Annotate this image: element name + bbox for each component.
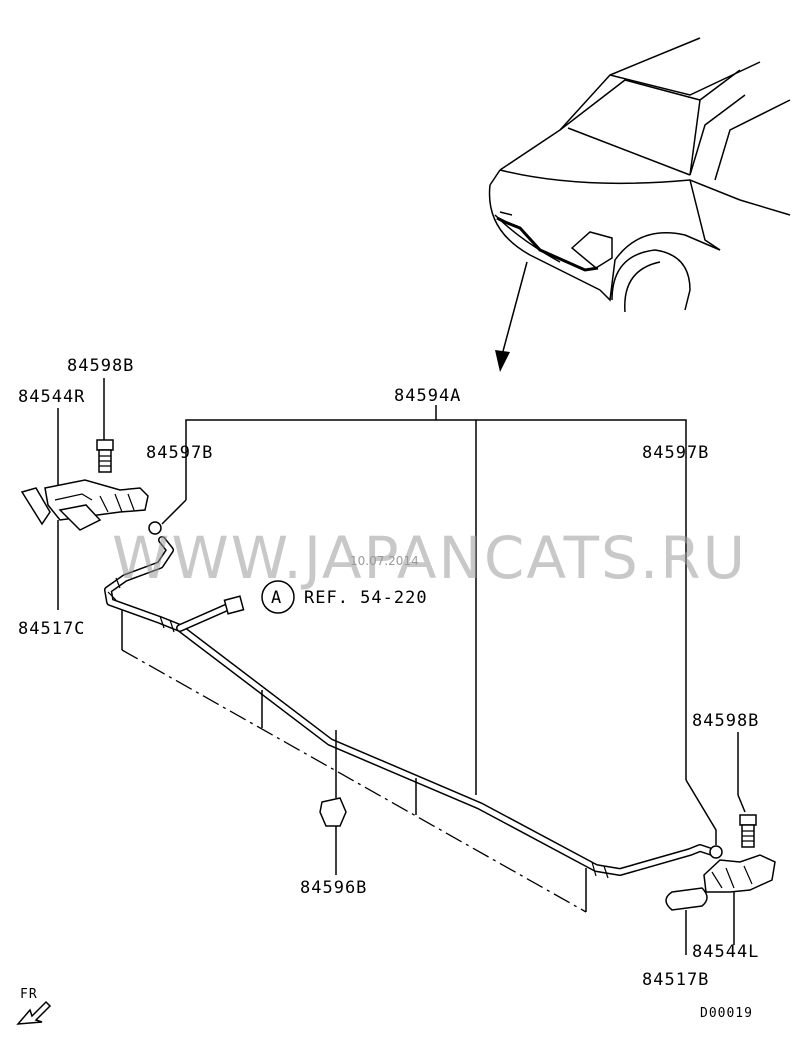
label-clamp: 84596B	[300, 878, 367, 898]
label-bolt-right: 84598B	[692, 711, 759, 731]
label-cover-right: 84517B	[642, 970, 709, 990]
front-indicator: FR	[16, 987, 52, 1025]
right-nozzle-assembly	[665, 732, 776, 955]
label-clip-right: 84597B	[642, 443, 709, 463]
diagram-code: D00019	[700, 1006, 753, 1021]
front-indicator-label: FR	[20, 987, 38, 1002]
label-cover-left: 84517C	[18, 619, 85, 639]
label-hose-assembly: 84594A	[394, 386, 461, 406]
label-clip-left: 84597B	[146, 443, 213, 463]
front-arrow-icon	[16, 1000, 52, 1025]
label-nozzle-right: 84544R	[18, 387, 85, 407]
date-stamp: 10.07.2014	[350, 554, 419, 568]
reference-lines	[121, 610, 587, 913]
washer-hoses	[104, 536, 716, 879]
left-nozzle-assembly	[20, 378, 187, 610]
hose-assembly-bracket	[185, 405, 687, 795]
watermark: WWW.JAPANCATS.RU	[112, 524, 747, 592]
vehicle-illustration	[488, 37, 791, 372]
label-nozzle-left: 84544L	[692, 942, 759, 962]
reference-callout: A REF. 54-220	[261, 580, 428, 614]
reference-label: REF. 54-220	[304, 588, 428, 608]
reference-marker: A	[271, 588, 282, 608]
label-bolt-left: 84598B	[67, 356, 134, 376]
